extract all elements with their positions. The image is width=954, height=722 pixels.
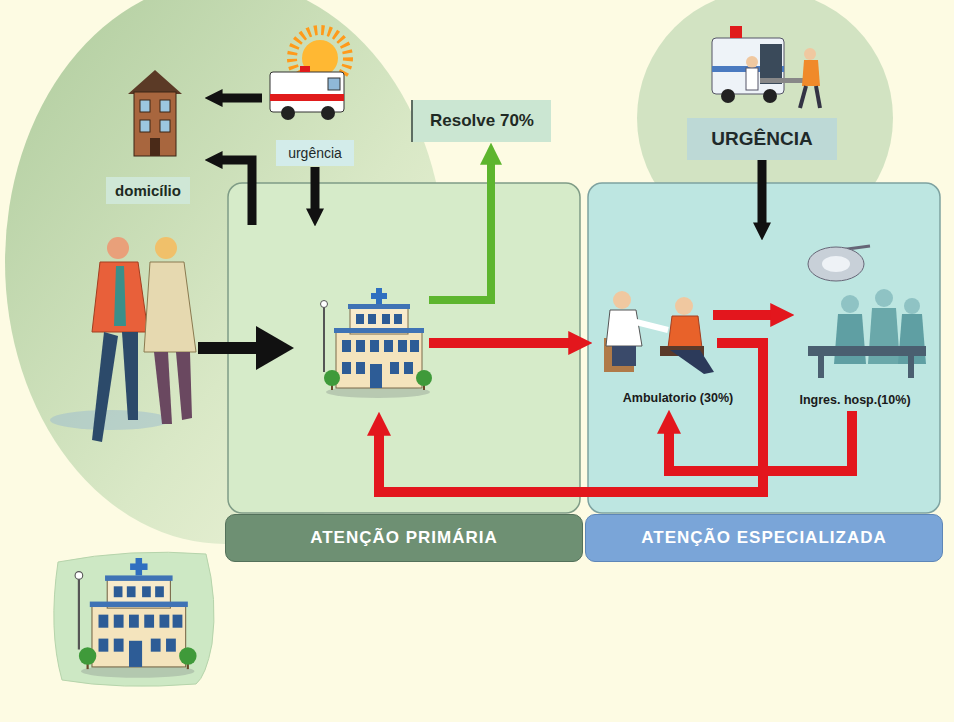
ambulance-icon-part xyxy=(328,78,340,90)
ambulance-icon-part xyxy=(270,94,344,101)
house-icon-part xyxy=(128,70,182,94)
house-icon-part xyxy=(140,120,150,132)
big-ambulance-icon-part xyxy=(804,48,816,60)
panel-heading: ATENÇÃO PRIMÁRIA xyxy=(225,514,583,562)
house-icon-part xyxy=(150,138,160,156)
surgery-icon xyxy=(808,246,926,378)
surgery-icon-part xyxy=(834,314,866,364)
panel-heading: ATENÇÃO ESPECIALIZADA xyxy=(585,514,943,562)
surgery-icon-part xyxy=(904,298,920,314)
outpatient-label: Ambulatorio (30%) xyxy=(619,389,737,407)
doctor-patient-icon-part xyxy=(612,346,636,366)
health-center-emblem xyxy=(54,552,214,686)
big-ambulance-icon-part xyxy=(763,89,777,103)
health-center-icon xyxy=(321,288,433,398)
surgery-icon-part xyxy=(822,256,850,272)
people-figures-part xyxy=(176,352,192,420)
flow-arrow xyxy=(429,338,569,348)
people-figures-part xyxy=(50,410,170,430)
outpatient-node: Ambulatorio (30%) xyxy=(593,295,763,407)
entry-arrow-part xyxy=(256,326,294,370)
people-figures-part xyxy=(144,262,196,352)
primary-panel-shape-part xyxy=(228,183,580,513)
doctor-patient-icon-part xyxy=(606,310,642,346)
big-ambulance-icon-part xyxy=(721,89,735,103)
surgery-icon-part xyxy=(808,346,926,356)
flow-arrow xyxy=(429,164,491,300)
doctor-patient-icon-part xyxy=(668,316,702,348)
people-figures-part xyxy=(122,332,138,420)
doctor-patient-icon xyxy=(604,291,714,374)
entry-arrow xyxy=(198,326,294,370)
house-icon xyxy=(128,70,182,156)
specialized-care-panel: ATENÇÃO ESPECIALIZADA Ambulatorio (30%) In… xyxy=(585,183,943,562)
emergency-box: URGÊNCIA xyxy=(687,118,837,160)
health-center-emblem-part xyxy=(75,558,196,678)
ambulance-icon-part xyxy=(281,106,295,120)
house-icon-part xyxy=(160,120,170,132)
ambulance-icon-part xyxy=(300,66,310,72)
big-ambulance-icon-part xyxy=(712,38,784,94)
home-label: domicílio xyxy=(106,177,190,204)
house-icon-part xyxy=(134,92,176,156)
hospital-label: Ingres. hosp.(10%) xyxy=(795,391,914,409)
people-figures xyxy=(50,237,196,442)
people-figures-part xyxy=(92,332,118,442)
flow-arrow xyxy=(222,94,262,103)
surgery-icon-part xyxy=(808,247,864,281)
doctor-patient-icon-part xyxy=(613,291,631,309)
ambulance-icon xyxy=(270,30,348,120)
big-ambulance-icon-part xyxy=(800,86,806,108)
big-ambulance-icon-part xyxy=(746,56,758,68)
surgery-icon-part xyxy=(875,289,893,307)
people-figures-part xyxy=(92,262,148,332)
ambulance-icon-part xyxy=(270,72,344,112)
surgery-icon-part xyxy=(841,295,859,313)
flow-arrow xyxy=(311,167,320,209)
big-ambulance-icon-part xyxy=(816,86,820,108)
big-ambulance-icon-part xyxy=(802,60,820,86)
health-center-emblem-part xyxy=(54,552,214,686)
doctor-patient-icon-part xyxy=(670,350,714,374)
people-figures-part xyxy=(154,352,172,424)
big-ambulance-icon xyxy=(712,26,820,108)
doctor-patient-icon-part xyxy=(636,322,668,330)
flow-arrow xyxy=(379,343,763,492)
primary-panel-shape xyxy=(228,183,580,513)
outcome-text: Resolve 70% xyxy=(414,100,550,142)
people-figures-part xyxy=(107,237,129,259)
entry-arrow-part xyxy=(198,342,258,354)
people-figures-part xyxy=(114,266,126,326)
doctor-patient-icon-part xyxy=(675,297,693,315)
big-ambulance-icon-part xyxy=(730,26,742,38)
flow-arrow xyxy=(758,160,767,223)
emergency-text: URGÊNCIA xyxy=(689,118,834,160)
health-center-icon-part xyxy=(321,288,433,398)
surgery-icon-part xyxy=(908,356,914,378)
home-node: domicílio xyxy=(92,68,204,204)
urgency-label: urgência xyxy=(276,140,354,166)
outcome-box: Resolve 70% xyxy=(411,100,551,142)
primary-care-panel: ATENÇÃO PRIMÁRIA xyxy=(225,183,583,562)
people-figures-part xyxy=(155,237,177,259)
house-icon-part xyxy=(140,100,150,112)
urgency-node: urgência xyxy=(262,28,368,166)
flow-arrow xyxy=(713,310,771,320)
surgery-icon-part xyxy=(818,356,824,378)
big-ambulance-icon-part xyxy=(746,68,758,90)
flow-arrow xyxy=(222,160,252,225)
house-icon-part xyxy=(160,100,170,112)
ambulance-icon-part xyxy=(321,106,335,120)
hospital-node: Ingres. hosp.(10%) xyxy=(775,243,935,409)
